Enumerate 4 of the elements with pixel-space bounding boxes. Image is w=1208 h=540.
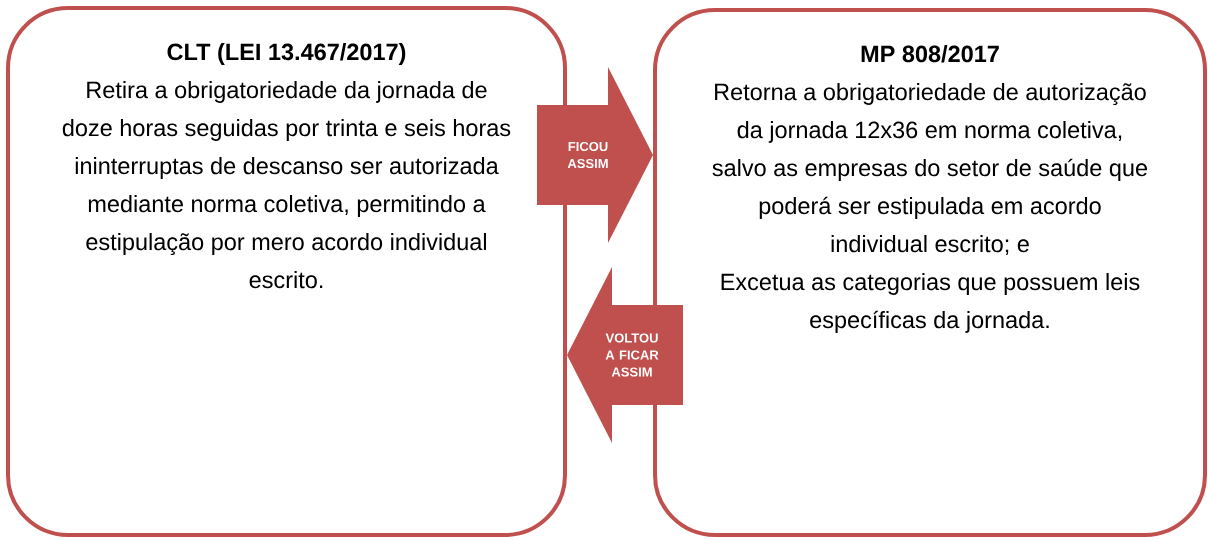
block-arrow: [537, 67, 653, 243]
block-arrow: [567, 267, 683, 443]
edge-label: FICOU ASSIM: [567, 141, 608, 169]
text-box: CLT (LEI 13.467/2017) Retira a obrigatoriedade da jornada de doze horas seguidas por trinta e seis horas ininterruptas de descanso ser autorizada mediante norma coletiva, permitindo a estipulação por mero acordo individual escrito.: [6, 6, 567, 537]
